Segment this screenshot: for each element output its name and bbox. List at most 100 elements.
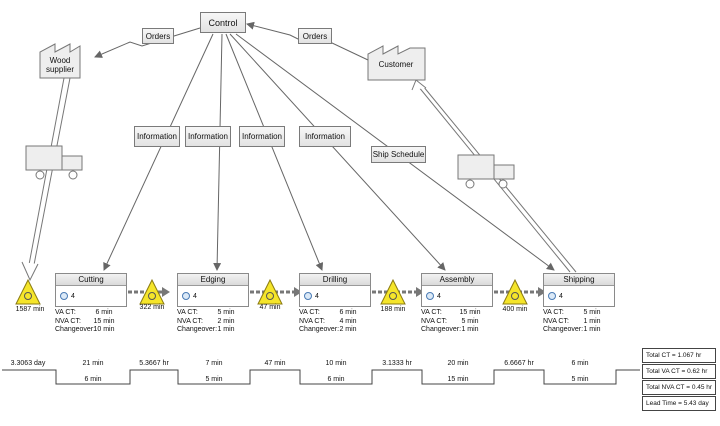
va-value: 6 min (339, 309, 357, 316)
nva-label: NVA CT: (543, 317, 569, 325)
operator-icon (304, 292, 312, 300)
process-assembly[interactable]: Assembly 4 (421, 273, 493, 307)
va-value: 5 min (217, 309, 235, 316)
push-arrowheads (162, 287, 546, 297)
customer-label: Customer (378, 60, 414, 69)
nva-value: 2 min (217, 317, 235, 325)
timeline-lower-5: 5 min (571, 376, 589, 383)
lead-time: Lead Time = 5.43 day (642, 396, 716, 411)
info-line-edging (213, 33, 223, 271)
process-title: Cutting (56, 274, 126, 286)
process-title: Edging (178, 274, 248, 286)
truck-icon-supplier (25, 145, 83, 180)
va-label: VA CT: (55, 309, 76, 316)
control-box: Control (200, 12, 246, 33)
customer-factory-icon (367, 45, 426, 81)
process-edging[interactable]: Edging 4 (177, 273, 249, 307)
nva-value: 5 min (461, 317, 479, 325)
wood-supplier-icon (39, 43, 81, 79)
timeline-upper-4: 7 min (205, 360, 223, 367)
truck-icon-customer (457, 154, 515, 189)
timeline-lower-1: 6 min (84, 376, 102, 383)
nva-label: NVA CT: (55, 317, 81, 325)
timeline-upper-1: 3.3063 day (10, 360, 46, 367)
data-box-assembly: VA CT: 15 min NVA CT: 5 min Changeover:1 m… (421, 309, 493, 335)
timeline-lower-2: 5 min (205, 376, 223, 383)
timeline-line (2, 369, 640, 385)
timeline-upper-5: 47 min (264, 360, 286, 367)
operator-count: 4 (71, 292, 75, 300)
totals-panel: Total CT = 1.067 hr Total VA CT = 0.62 h… (642, 348, 716, 412)
timeline-upper-7: 3.1333 hr (382, 360, 412, 367)
va-value: 15 min (459, 309, 481, 316)
orders-box-customer: Orders (298, 28, 332, 44)
orders-box-supplier: Orders (142, 28, 174, 44)
process-title: Shipping (544, 274, 614, 286)
changeover-label: Changeover: (543, 326, 584, 333)
total-va-ct: Total VA CT = 0.62 hr (642, 364, 716, 379)
nva-label: NVA CT: (421, 317, 447, 325)
timeline-upper-2: 21 min (82, 360, 104, 367)
operator-icon (426, 292, 434, 300)
timeline-lower-3: 6 min (327, 376, 345, 383)
shipment-customer-arrowhead (411, 79, 427, 91)
timeline-lower-4: 15 min (447, 376, 469, 383)
inventory-label-1: 1587 min (15, 306, 45, 313)
information-box-2: Information (185, 126, 231, 147)
changeover-value: 1 min (461, 326, 479, 333)
shipment-supplier-arrowhead (21, 261, 39, 282)
operator-count: 4 (315, 292, 319, 300)
process-shipping[interactable]: Shipping 4 (543, 273, 615, 307)
va-value: 6 min (95, 309, 113, 316)
timeline-upper-10: 6 min (571, 360, 589, 367)
ship-schedule-box: Ship Schedule (371, 146, 426, 163)
timeline-upper-9: 6.6667 hr (504, 360, 534, 367)
process-title: Assembly (422, 274, 492, 286)
nva-value: 1 min (583, 317, 601, 325)
va-label: VA CT: (177, 309, 198, 316)
data-box-edging: VA CT: 5 min NVA CT: 2 min Changeover:1 mi… (177, 309, 249, 335)
timeline-upper-8: 20 min (447, 360, 469, 367)
changeover-label: Changeover: (177, 326, 218, 333)
total-nva-ct: Total NVA CT = 0.45 hr (642, 380, 716, 395)
va-label: VA CT: (421, 309, 442, 316)
changeover-label: Changeover: (299, 326, 340, 333)
shipment-supplier-line (27, 77, 71, 271)
changeover-value: 1 min (583, 326, 601, 333)
operator-icon (548, 292, 556, 300)
va-label: VA CT: (299, 309, 320, 316)
nva-value: 4 min (339, 317, 357, 325)
timeline-upper-6: 10 min (325, 360, 347, 367)
changeover-value: 2 min (339, 326, 357, 333)
info-line-assembly (229, 33, 446, 271)
data-box-drilling: VA CT: 6 min NVA CT: 4 min Changeover:2 mi… (299, 309, 371, 335)
process-cutting[interactable]: Cutting 4 (55, 273, 127, 307)
changeover-label: Changeover: (421, 326, 462, 333)
operator-count: 4 (437, 292, 441, 300)
inventory-i-icons (24, 292, 519, 300)
nva-value: 15 min (93, 317, 115, 325)
va-value: 5 min (583, 309, 601, 316)
data-box-cutting: VA CT: 6 min NVA CT: 15 min Changeover:10 … (55, 309, 127, 335)
wood-supplier-label: Wood supplier (45, 56, 74, 74)
va-label: VA CT: (543, 309, 564, 316)
total-ct: Total CT = 1.067 hr (642, 348, 716, 363)
info-line-cutting (103, 33, 214, 271)
changeover-label: Changeover: (55, 326, 96, 333)
process-title: Drilling (300, 274, 370, 286)
data-box-shipping: VA CT: 5 min NVA CT: 1 min Changeover:1 mi… (543, 309, 615, 335)
nva-label: NVA CT: (299, 317, 325, 325)
operator-count: 4 (193, 292, 197, 300)
changeover-value: 10 min (93, 326, 115, 333)
changeover-value: 1 min (217, 326, 235, 333)
information-box-1: Information (134, 126, 180, 147)
orders-flow-supplier (94, 27, 201, 58)
inventory-label-4: 188 min (380, 306, 406, 313)
operator-icon (60, 292, 68, 300)
inventory-label-2: 322 min (139, 304, 165, 311)
inventory-label-3: 47 min (259, 304, 281, 311)
timeline-upper-3: 5.3667 hr (139, 360, 169, 367)
process-drilling[interactable]: Drilling 4 (299, 273, 371, 307)
nva-label: NVA CT: (177, 317, 203, 325)
